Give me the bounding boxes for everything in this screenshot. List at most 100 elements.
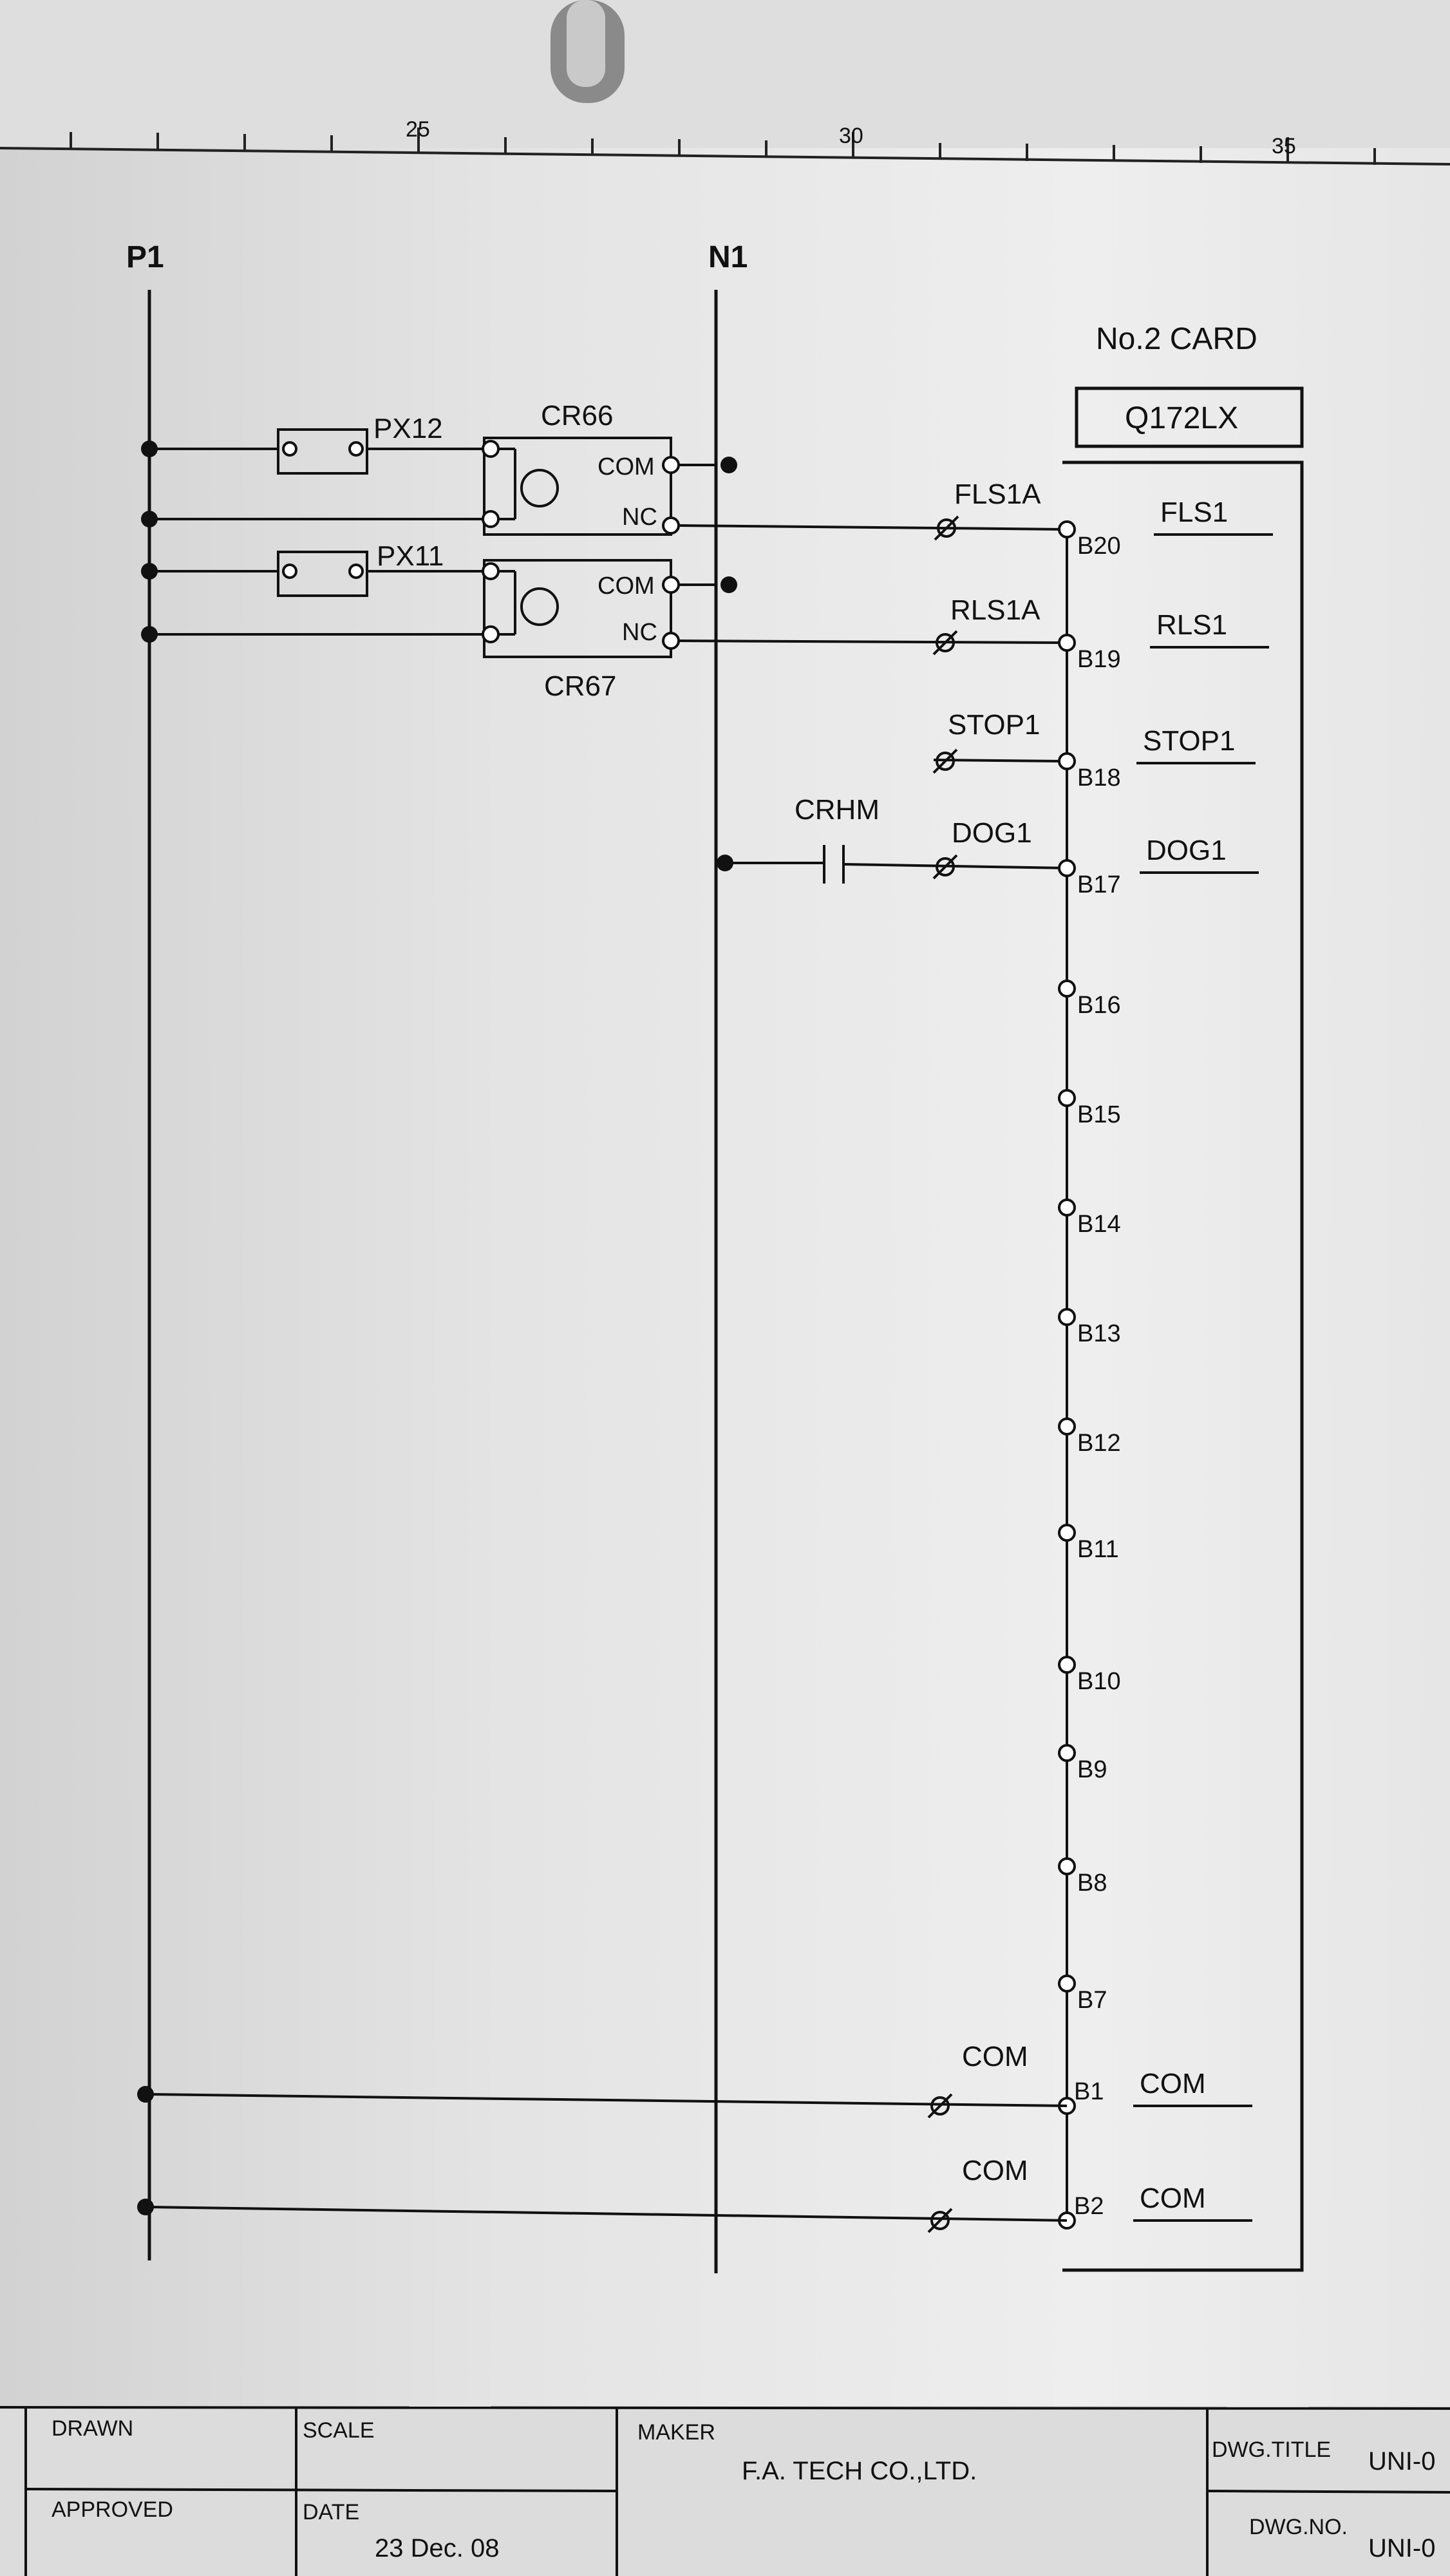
signal-label-b1: COM bbox=[1140, 2068, 1206, 2099]
terminal-b19 bbox=[1058, 634, 1076, 652]
wire-marker-slash-b1 bbox=[927, 2093, 953, 2119]
title-block-scale-label: SCALE bbox=[303, 2418, 375, 2443]
punch-hole-highlight bbox=[567, 0, 605, 87]
wire-marker-slash-b19 bbox=[932, 630, 958, 656]
terminal-b16 bbox=[1058, 980, 1076, 998]
title-block-maker-label: MAKER bbox=[637, 2420, 715, 2445]
terminal-b20 bbox=[1058, 520, 1076, 538]
terminal-label-b8: B8 bbox=[1077, 1870, 1107, 1897]
terminal-label-b10: B10 bbox=[1077, 1668, 1121, 1695]
title-block-date-value: 23 Dec. 08 bbox=[375, 2534, 499, 2562]
wire-marker-slash-b20 bbox=[934, 515, 959, 541]
junction-dot bbox=[141, 511, 158, 527]
junction-dot bbox=[720, 576, 737, 593]
wire-label-b17: DOG1 bbox=[952, 817, 1032, 849]
signal-label-b17: DOG1 bbox=[1146, 835, 1227, 866]
ruler-mark-30: 30 bbox=[839, 124, 863, 148]
wire-marker-b1 bbox=[930, 2096, 950, 2116]
junction-dot bbox=[717, 855, 733, 871]
junction-dot bbox=[141, 626, 158, 643]
signal-label-b20: FLS1 bbox=[1160, 497, 1228, 528]
title-block-approved-label: APPROVED bbox=[52, 2497, 173, 2522]
signal-label-b19: RLS1 bbox=[1156, 609, 1227, 641]
terminal-label-b11: B11 bbox=[1077, 1536, 1119, 1563]
title-block-maker-value: F.A. TECH CO.,LTD. bbox=[742, 2457, 977, 2485]
wire-marker-slash-b18 bbox=[932, 748, 958, 774]
title-block-dwg-title-label: DWG.TITLE bbox=[1212, 2438, 1331, 2462]
wire-label-b18: STOP1 bbox=[948, 709, 1040, 741]
ruler bbox=[0, 128, 1450, 166]
title-block-dwg-no-value: UNI-0 bbox=[1368, 2534, 1435, 2562]
terminal-b15 bbox=[1058, 1089, 1076, 1107]
ruler-mark-25: 25 bbox=[406, 117, 430, 142]
paper-top-strip bbox=[0, 0, 1450, 148]
relay-label-cr66: CR66 bbox=[541, 400, 614, 431]
terminal-label-b17: B17 bbox=[1077, 871, 1121, 898]
relay-cr66-nc: NC bbox=[622, 504, 657, 531]
junction-dot bbox=[137, 2199, 154, 2215]
terminal-label-b13: B13 bbox=[1077, 1320, 1121, 1347]
signal-label-b18: STOP1 bbox=[1143, 725, 1235, 757]
rail-label-p1: P1 bbox=[126, 240, 164, 274]
junction-dot bbox=[141, 563, 158, 580]
terminal-label-b2: B2 bbox=[1074, 2193, 1104, 2220]
terminal-label-b16: B16 bbox=[1077, 992, 1121, 1019]
signal-label-b2: COM bbox=[1140, 2183, 1206, 2214]
card-model: Q172LX bbox=[1125, 401, 1238, 435]
contact-label-crhm: CRHM bbox=[795, 794, 880, 826]
card-body bbox=[1062, 460, 1304, 2272]
title-block-date-label: DATE bbox=[303, 2500, 359, 2524]
terminal-label-b14: B14 bbox=[1077, 1211, 1121, 1238]
relay-cr67-com: COM bbox=[598, 573, 655, 600]
terminal-b9 bbox=[1058, 1744, 1076, 1762]
terminal-b10 bbox=[1058, 1656, 1076, 1674]
wire-marker-b2 bbox=[930, 2211, 950, 2230]
terminal-b11 bbox=[1058, 1524, 1076, 1542]
terminal-label-b12: B12 bbox=[1077, 1430, 1121, 1457]
wire-marker-b18 bbox=[936, 752, 955, 771]
terminal-label-b20: B20 bbox=[1077, 533, 1121, 560]
terminal-label-b7: B7 bbox=[1077, 1987, 1107, 2014]
terminal-b12 bbox=[1058, 1417, 1076, 1435]
terminal-b7 bbox=[1058, 1975, 1076, 1993]
terminal-label-b9: B9 bbox=[1077, 1756, 1107, 1783]
switch-label-px12: PX12 bbox=[373, 413, 443, 444]
terminal-b14 bbox=[1058, 1198, 1076, 1217]
card-title: No.2 CARD bbox=[1096, 322, 1257, 356]
relay-cr66-com: COM bbox=[598, 453, 655, 480]
terminal-b18 bbox=[1058, 752, 1076, 770]
switch-label-px11: PX11 bbox=[377, 540, 444, 572]
relay-cr67-nc: NC bbox=[622, 619, 657, 646]
card-model-box bbox=[1075, 386, 1304, 448]
com-wiring bbox=[149, 2093, 1068, 2222]
wire-marker-slash-b2 bbox=[927, 2208, 953, 2233]
wire-label-b2: COM bbox=[962, 2155, 1028, 2186]
relay-label-cr67: CR67 bbox=[544, 670, 617, 702]
wire-marker-b17 bbox=[936, 857, 955, 876]
terminal-b17 bbox=[1058, 859, 1076, 877]
px11-circuit bbox=[149, 551, 1068, 658]
title-block-dwg-title-value: UNI-0 bbox=[1368, 2447, 1435, 2476]
wire-marker-slash-b17 bbox=[932, 854, 958, 880]
wire-label-b20: FLS1A bbox=[954, 478, 1041, 510]
wire-marker-b20 bbox=[937, 518, 956, 538]
terminal-b13 bbox=[1058, 1308, 1076, 1326]
junction-dot bbox=[720, 457, 737, 473]
wire-marker-b19 bbox=[936, 633, 955, 652]
title-block bbox=[0, 2406, 1450, 2576]
terminal-label-b15: B15 bbox=[1077, 1101, 1121, 1128]
terminal-label-b1: B1 bbox=[1074, 2078, 1104, 2105]
stop-dog-wiring bbox=[716, 759, 1068, 884]
wire-label-b1: COM bbox=[962, 2041, 1028, 2072]
ruler-mark-35: 35 bbox=[1272, 134, 1296, 158]
junction-dot bbox=[141, 440, 158, 457]
wire-label-b19: RLS1A bbox=[950, 594, 1040, 626]
terminal-b8 bbox=[1058, 1857, 1076, 1875]
terminal-label-b18: B18 bbox=[1077, 764, 1121, 791]
title-block-dwg-no-label: DWG.NO. bbox=[1249, 2515, 1348, 2539]
junction-dot bbox=[137, 2086, 154, 2103]
terminal-label-b19: B19 bbox=[1077, 646, 1121, 673]
